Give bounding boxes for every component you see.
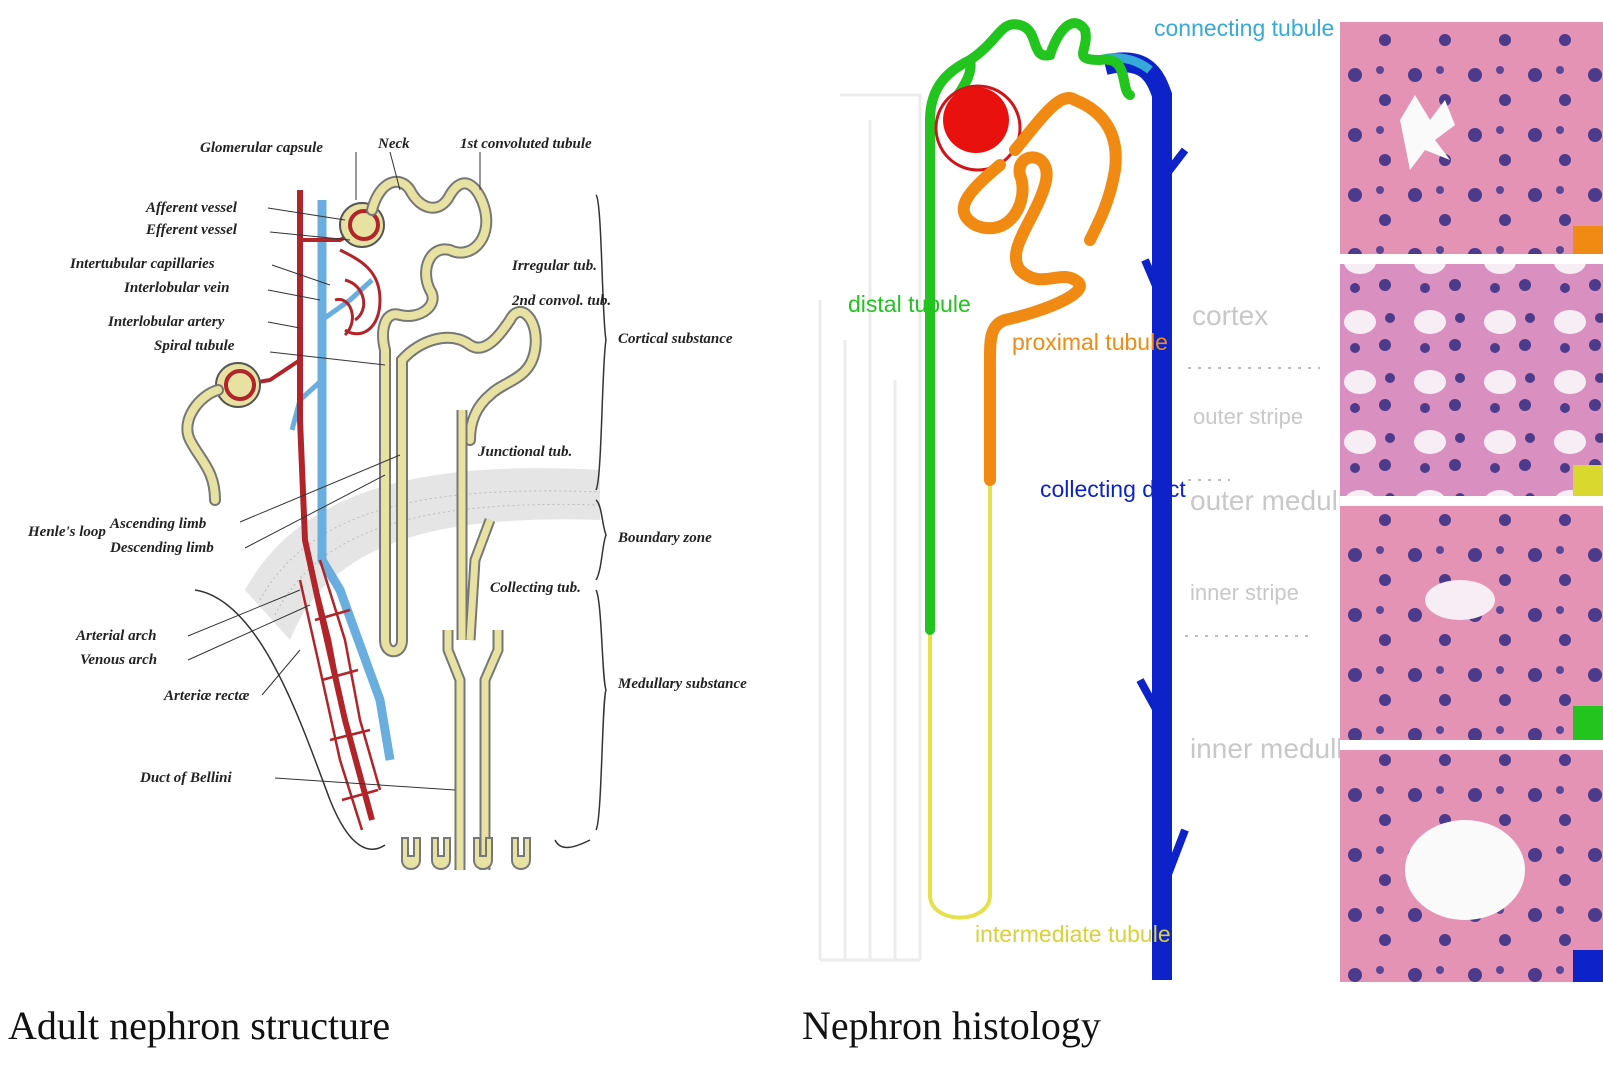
nephron-schematic: connecting tubule distal tubule proximal…	[800, 0, 1340, 990]
label-efferent-vessel: Efferent vessel	[145, 222, 238, 238]
swatch-intermediate	[1573, 465, 1603, 496]
ghost-nephron-outline	[820, 95, 920, 960]
micrograph-intermediate	[1340, 264, 1603, 496]
label-proximal-tubule: proximal tubule	[1012, 329, 1168, 355]
label-collecting-duct: collecting duct	[1040, 476, 1186, 502]
duct-of-bellini-openings	[402, 838, 530, 869]
zone-outer-stripe: outer stripe	[1193, 404, 1303, 429]
zone-outer-medulla: outer medulla	[1190, 485, 1340, 516]
label-first-convoluted: 1st convoluted tubule	[460, 136, 592, 152]
histology-micrographs	[1340, 0, 1603, 990]
boundary-zone-band	[245, 468, 600, 640]
caption-nephron-histology: Nephron histology	[802, 1002, 1101, 1049]
label-collecting-tub: Collecting tub.	[490, 580, 581, 596]
label-connecting-tubule: connecting tubule	[1154, 15, 1334, 41]
convoluted-tubule	[187, 182, 535, 651]
label-junctional-tub: Junctional tub.	[477, 444, 572, 460]
label-intertubular-capillaries: Intertubular capillaries	[69, 256, 215, 272]
label-arteriae-rectae: Arteriæ rectæ	[163, 688, 250, 704]
label-irregular-tub: Irregular tub.	[511, 258, 597, 274]
label-glomerular-capsule: Glomerular capsule	[200, 140, 323, 156]
micrograph-distal	[1340, 506, 1603, 740]
adult-nephron-diagram: Glomerular capsule Neck 1st convoluted t…	[0, 0, 800, 990]
label-interlobular-vein: Interlobular vein	[123, 280, 229, 296]
label-distal-tubule: distal tubule	[848, 291, 971, 317]
label-boundary-zone: Boundary zone	[617, 530, 712, 546]
label-henles-loop: Henle's loop	[27, 524, 106, 540]
label-intermediate-tubule: intermediate tubule	[975, 921, 1171, 947]
glomerulus	[943, 87, 1009, 153]
label-afferent-vessel: Afferent vessel	[145, 200, 238, 216]
label-duct-of-bellini: Duct of Bellini	[139, 770, 233, 786]
label-connecting-tubule-text: connecting tubule	[1154, 15, 1334, 41]
nephron-structure-svg: Glomerular capsule Neck 1st convoluted t…	[0, 0, 800, 990]
label-neck: Neck	[377, 136, 410, 152]
nephron-schematic-svg: connecting tubule distal tubule proximal…	[800, 0, 1340, 990]
micrograph-proximal	[1340, 22, 1603, 254]
histology-svg	[1340, 0, 1603, 990]
label-spiral-tubule: Spiral tubule	[154, 338, 235, 354]
label-interlobular-artery: Interlobular artery	[107, 314, 225, 330]
label-venous-arch: Venous arch	[80, 652, 157, 668]
medullary-outline	[555, 840, 590, 848]
label-second-convol: 2nd convol. tub.	[511, 293, 611, 309]
label-arterial-arch: Arterial arch	[75, 628, 156, 644]
zone-inner-stripe: inner stripe	[1190, 580, 1299, 605]
zone-cortex: cortex	[1192, 300, 1268, 331]
swatch-proximal	[1573, 226, 1603, 254]
zone-inner-medulla: inner medulla	[1190, 733, 1340, 764]
caption-adult-nephron: Adult nephron structure	[8, 1002, 390, 1049]
swatch-collecting	[1573, 950, 1603, 982]
micrograph-collecting	[1340, 750, 1603, 982]
label-medullary-substance: Medullary substance	[617, 676, 747, 692]
intermediate-tubule	[930, 480, 990, 918]
label-cortical-substance: Cortical substance	[618, 331, 733, 347]
label-ascending-limb: Ascending limb	[109, 516, 207, 532]
swatch-distal	[1573, 706, 1603, 740]
label-descending-limb: Descending limb	[109, 540, 214, 556]
